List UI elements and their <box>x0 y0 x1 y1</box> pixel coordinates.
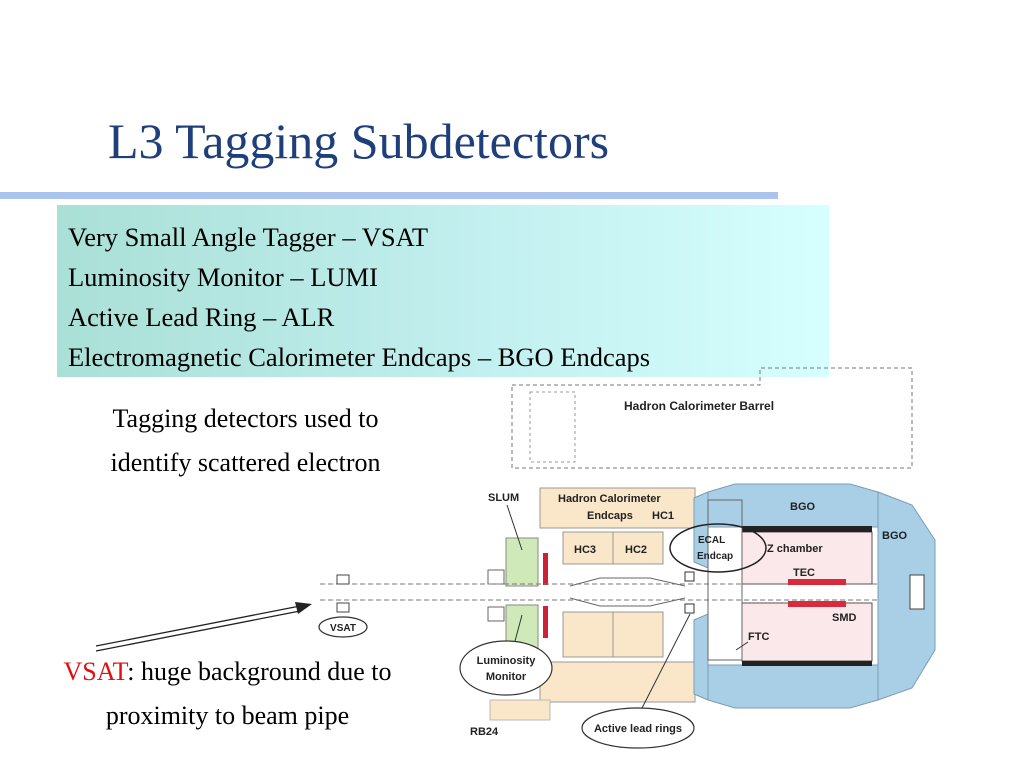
lumi-red-bottom <box>543 606 548 638</box>
hadron-endcaps-top <box>539 487 696 529</box>
vsat-module-bottom <box>336 602 350 613</box>
label-hadron-endcaps-1: Hadron Calorimeter <box>558 493 661 505</box>
inner-chamber-bottom <box>741 602 873 662</box>
slum-top <box>505 537 539 587</box>
ftc-pointer <box>735 641 749 651</box>
ftc-region <box>707 499 743 661</box>
vsat-arrow-line-2 <box>95 610 301 652</box>
vsat-note-line-2: proximity to beam pipe <box>105 701 350 730</box>
list-item-bgo: Electromagnetic Calorimeter Endcaps – BG… <box>68 342 651 372</box>
label-lumi-1: Luminosity <box>477 655 537 667</box>
hadron-endcaps-bottom <box>539 661 696 703</box>
label-vsat: VSAT <box>330 623 356 634</box>
subdetector-list: Very Small Angle Tagger – VSAT Luminosit… <box>57 205 829 377</box>
alr-pointer <box>639 613 691 713</box>
vsat-arrow-line-1 <box>95 605 301 647</box>
label-ecal-2: Endcap <box>697 551 733 562</box>
label-ftc: FTC <box>748 631 769 643</box>
right-flange <box>909 574 925 610</box>
vsat-arrow-head <box>295 602 312 614</box>
tagging-note-line-1: Tagging detectors used to <box>112 404 379 433</box>
label-smd: SMD <box>832 612 857 624</box>
vsat-module-top <box>336 574 350 585</box>
slum-pointer <box>506 504 523 551</box>
title-underline <box>0 192 778 199</box>
tagging-note: Tagging detectors used to identify scatt… <box>58 397 433 485</box>
slum-flange-bottom <box>487 606 505 622</box>
tec-red-top <box>788 579 846 585</box>
lumi-bubble <box>459 640 553 696</box>
label-bgo-top: BGO <box>790 501 816 513</box>
alr-marker-bottom <box>684 603 695 614</box>
lumi-pointer <box>514 614 523 642</box>
vsat-background-note: VSAT: huge background due to proximity t… <box>5 650 450 738</box>
label-hc3: HC3 <box>574 544 596 556</box>
alr-marker-top <box>684 571 695 582</box>
bgo-barrel-bottom <box>707 664 879 709</box>
vsat-highlight: VSAT <box>63 657 128 686</box>
vsat-label-bubble <box>318 616 368 638</box>
label-alr: Active lead rings <box>594 723 682 735</box>
smd-red-bottom <box>788 601 846 607</box>
label-ecal-1: ECAL <box>698 535 725 546</box>
bgo-endcap-right <box>877 491 936 701</box>
label-lumi-2: Monitor <box>486 671 527 683</box>
inner-bottom-bar <box>742 661 872 666</box>
beam-pipe-bulge <box>569 577 686 607</box>
label-bgo-right: BGO <box>882 530 908 542</box>
ecal-endcap-bubble <box>669 523 767 573</box>
hadron-barrel-inner <box>529 391 576 463</box>
label-slum: SLUM <box>488 492 519 504</box>
tagging-note-line-2: identify scattered electron <box>110 448 381 477</box>
label-tec: TEC <box>793 567 815 579</box>
slum-flange-top <box>487 569 505 585</box>
label-rb24: RB24 <box>470 726 499 738</box>
label-hc2: HC2 <box>625 544 647 556</box>
list-item-alr: Active Lead Ring – ALR <box>68 302 335 332</box>
label-hadron-barrel: Hadron Calorimeter Barrel <box>624 399 774 413</box>
page-title: L3 Tagging Subdetectors <box>108 113 610 169</box>
label-hc1: HC1 <box>652 510 674 522</box>
z-chamber-bar <box>742 526 872 532</box>
bgo-endcap-left-bottom <box>693 613 709 701</box>
list-item-lumi: Luminosity Monitor – LUMI <box>68 262 378 292</box>
label-z-chamber: Z chamber <box>767 543 823 555</box>
vsat-note-rest: : huge background due to <box>127 657 392 686</box>
hadron-barrel-outline <box>511 367 913 469</box>
alr-bubble <box>581 707 695 749</box>
endcap-base <box>489 699 551 721</box>
list-item-vsat: Very Small Angle Tagger – VSAT <box>68 222 429 252</box>
label-hadron-endcaps-2: Endcaps <box>587 510 633 522</box>
lumi-red-top <box>543 553 548 585</box>
